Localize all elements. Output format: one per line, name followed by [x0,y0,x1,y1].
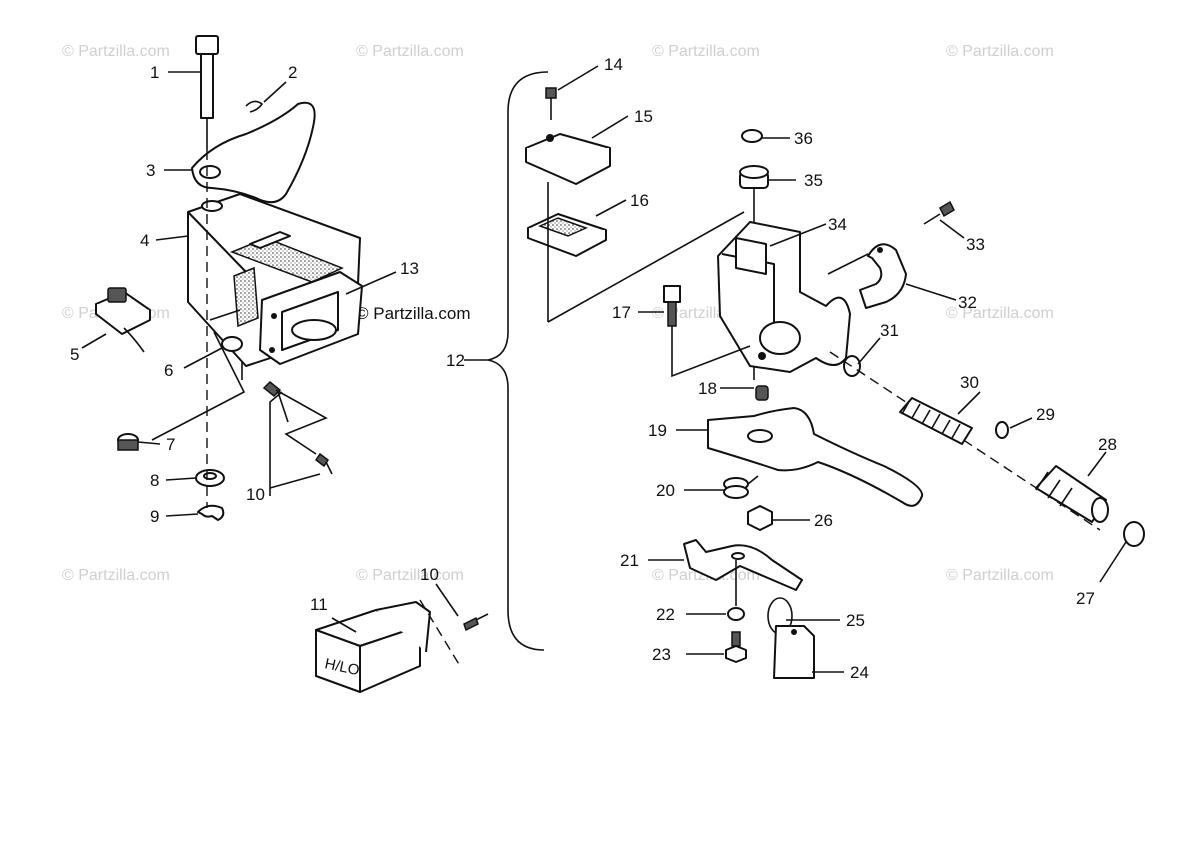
part-36-washer [741,129,763,143]
callout-11: 11 [310,595,328,614]
hilo-label: H/LO [323,655,361,679]
callout-36: 36 [794,129,813,148]
callout-31: 31 [880,321,899,340]
callout-6: 6 [164,361,173,380]
callout-23: 23 [652,645,671,664]
part-14-screw [545,87,557,120]
callout-3: 3 [146,161,155,180]
callout-18: 18 [698,379,717,398]
callout-10-lower: 10 [420,565,439,584]
part-2-clip [245,100,264,113]
part-1-bolt [195,35,219,150]
callout-1: 1 [150,63,159,82]
part-32-clamp [859,243,907,309]
part-18-spacer [755,385,769,401]
part-15-cap [525,133,611,185]
watermark: © Partzilla.com [356,304,471,323]
callout-25: 25 [846,611,865,630]
part-24-tag [773,625,815,679]
callout-26: 26 [814,511,833,530]
part-33-bolt [923,200,955,225]
callout-17: 17 [612,303,631,322]
callout-35: 35 [804,171,823,190]
callout-24: 24 [850,663,869,682]
callout-7: 7 [166,435,175,454]
part-10-screws [262,380,333,475]
callout-10-upper: 10 [246,485,265,504]
watermark: © Partzilla.com [62,43,170,60]
part-28-piston [1035,465,1109,523]
callout-13: 13 [400,259,419,278]
part-22-washer [727,607,745,621]
callout-30: 30 [960,373,979,392]
part-20-spring [723,475,759,499]
callout-9: 9 [150,507,159,526]
right-assembly [525,87,1145,679]
callout-2: 2 [288,63,297,82]
callout-8: 8 [150,471,159,490]
callout-27: 27 [1076,589,1095,608]
watermark: © Partzilla.com [652,43,760,60]
watermark: © Partzilla.com [356,43,464,60]
part-13-cover [259,271,363,365]
callout-34: 34 [828,215,847,234]
callout-33: 33 [966,235,985,254]
part-35-bushing [739,165,769,189]
part-11-hilo-switch: H/LO [315,599,489,693]
callout-19: 19 [648,421,667,440]
watermark: © Partzilla.com [356,567,464,584]
callout-22: 22 [656,605,675,624]
part-23-screw [725,631,747,663]
part-6-washer [221,336,243,352]
callout-15: 15 [634,107,653,126]
callout-4: 4 [140,231,149,250]
part-31-washer [843,355,861,377]
leader-lines [81,65,1127,673]
callout-16: 16 [630,191,649,210]
callout-20: 20 [656,481,675,500]
part-5-connector [95,287,151,353]
callout-29: 29 [1036,405,1055,424]
part-16-diaphragm [527,213,607,257]
callout-14: 14 [604,55,623,74]
part-30-spring [899,397,973,445]
callout-12: 12 [446,351,465,370]
watermark: © Partzilla.com [946,567,1054,584]
part-7-plug [117,433,139,451]
part-29-washer [995,421,1009,439]
part-21-switch-bracket [683,539,803,591]
part-9-clip [197,504,225,521]
watermark: © Partzilla.com [62,567,170,584]
callout-32: 32 [958,293,977,312]
watermark: © Partzilla.com [946,43,1054,60]
callout-21: 21 [620,551,639,570]
callout-numbers: 1 2 3 4 5 6 7 8 9 10 10 11 12 13 14 15 1… [70,55,1117,682]
part-3-lever [191,101,316,204]
part-27-snap-ring [1123,521,1145,547]
callout-28: 28 [1098,435,1117,454]
part-26-nut [747,505,773,531]
part-34-master-cylinder [717,221,851,373]
left-assembly [95,35,363,521]
watermark: © Partzilla.com [946,305,1054,322]
callout-5: 5 [70,345,79,364]
